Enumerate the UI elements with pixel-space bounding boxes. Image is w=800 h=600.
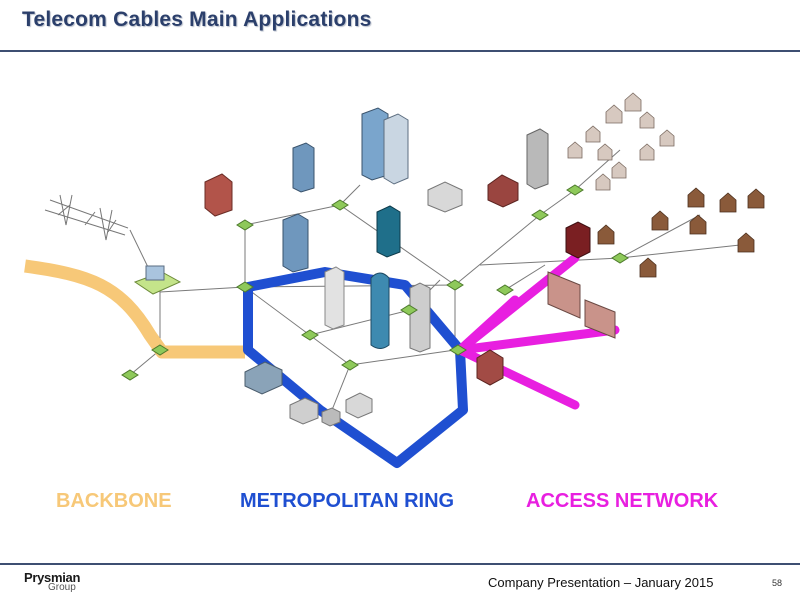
buildings bbox=[44, 107, 616, 427]
wooden-houses bbox=[597, 187, 765, 278]
house-icon bbox=[651, 210, 669, 231]
link bbox=[574, 149, 621, 191]
house-icon bbox=[639, 143, 655, 161]
link bbox=[619, 214, 701, 259]
teal-tower bbox=[376, 205, 401, 258]
glass-tower bbox=[292, 142, 315, 193]
link bbox=[504, 264, 546, 291]
data-center-building bbox=[244, 361, 283, 395]
station-building bbox=[145, 265, 165, 281]
brick-building bbox=[204, 173, 233, 217]
page-title: Telecom Cables Main Applications bbox=[22, 8, 372, 31]
company-logo: Prysmian Group bbox=[24, 571, 80, 593]
factory-building bbox=[321, 407, 341, 427]
house-icon bbox=[639, 257, 657, 278]
house-icon bbox=[585, 125, 601, 143]
network-nodes bbox=[121, 184, 629, 381]
house-icon bbox=[595, 173, 611, 191]
network-node bbox=[236, 281, 254, 293]
factory-building bbox=[345, 392, 373, 419]
network-node bbox=[151, 344, 169, 356]
office-building bbox=[427, 181, 463, 213]
house-icon bbox=[605, 104, 623, 124]
cylindrical-tower bbox=[370, 272, 390, 349]
link bbox=[309, 309, 411, 336]
link bbox=[159, 286, 246, 293]
link bbox=[539, 189, 576, 216]
pylon-icon bbox=[44, 194, 129, 241]
network-node bbox=[566, 184, 584, 196]
link bbox=[454, 214, 541, 286]
network-links bbox=[129, 149, 741, 416]
house-icon bbox=[611, 161, 627, 179]
page-number: 58 bbox=[772, 578, 783, 588]
network-node bbox=[531, 209, 549, 221]
network-node bbox=[331, 199, 349, 211]
network-node bbox=[400, 304, 418, 316]
residential-tower bbox=[526, 128, 549, 190]
link bbox=[244, 286, 351, 366]
house-icon bbox=[597, 224, 615, 245]
link bbox=[129, 349, 161, 376]
network-node bbox=[341, 359, 359, 371]
house-icon bbox=[659, 129, 675, 147]
network-node bbox=[446, 279, 464, 291]
factory-building bbox=[289, 397, 319, 425]
metro-ring-cable bbox=[243, 267, 468, 468]
bottom-divider bbox=[0, 563, 800, 565]
presentation-footer: Company Presentation – January 2015 bbox=[488, 575, 714, 590]
apartment-block bbox=[547, 271, 581, 319]
house-icon bbox=[597, 143, 613, 161]
network-node bbox=[236, 219, 254, 231]
houses bbox=[567, 92, 675, 191]
backbone-cable bbox=[24, 259, 245, 359]
brick-house bbox=[565, 221, 591, 259]
metropolitan-ring-label: METROPOLITAN RING bbox=[240, 490, 455, 512]
link bbox=[349, 349, 456, 366]
white-tower bbox=[324, 266, 345, 330]
access-branch bbox=[455, 325, 620, 355]
apartment-block bbox=[584, 299, 616, 339]
logo-wordmark: Prysmian bbox=[24, 570, 81, 585]
brick-house bbox=[476, 349, 504, 386]
link bbox=[244, 204, 341, 226]
brick-house bbox=[487, 174, 519, 208]
house-icon bbox=[687, 187, 705, 208]
house-icon bbox=[747, 188, 765, 209]
logo-subtitle: Group bbox=[48, 582, 76, 593]
link bbox=[329, 364, 351, 416]
house-icon bbox=[737, 232, 755, 253]
network-node bbox=[449, 344, 467, 356]
twin-tower bbox=[383, 113, 409, 185]
house-icon bbox=[719, 192, 737, 213]
house-icon bbox=[689, 214, 707, 235]
top-divider bbox=[0, 50, 800, 52]
link bbox=[619, 244, 741, 259]
backbone-label: BACKBONE bbox=[56, 490, 172, 512]
network-node bbox=[301, 329, 319, 341]
house-icon bbox=[639, 111, 655, 129]
house-icon bbox=[567, 141, 583, 159]
network-node bbox=[496, 284, 514, 296]
access-network-label: ACCESS NETWORK bbox=[526, 490, 719, 512]
network-node bbox=[121, 369, 139, 381]
access-network-cables bbox=[455, 253, 620, 410]
glass-tower bbox=[282, 213, 309, 273]
gray-tower bbox=[409, 282, 431, 353]
access-branch bbox=[455, 295, 520, 355]
house-icon bbox=[624, 92, 642, 112]
link bbox=[479, 257, 621, 266]
network-node bbox=[611, 252, 629, 264]
